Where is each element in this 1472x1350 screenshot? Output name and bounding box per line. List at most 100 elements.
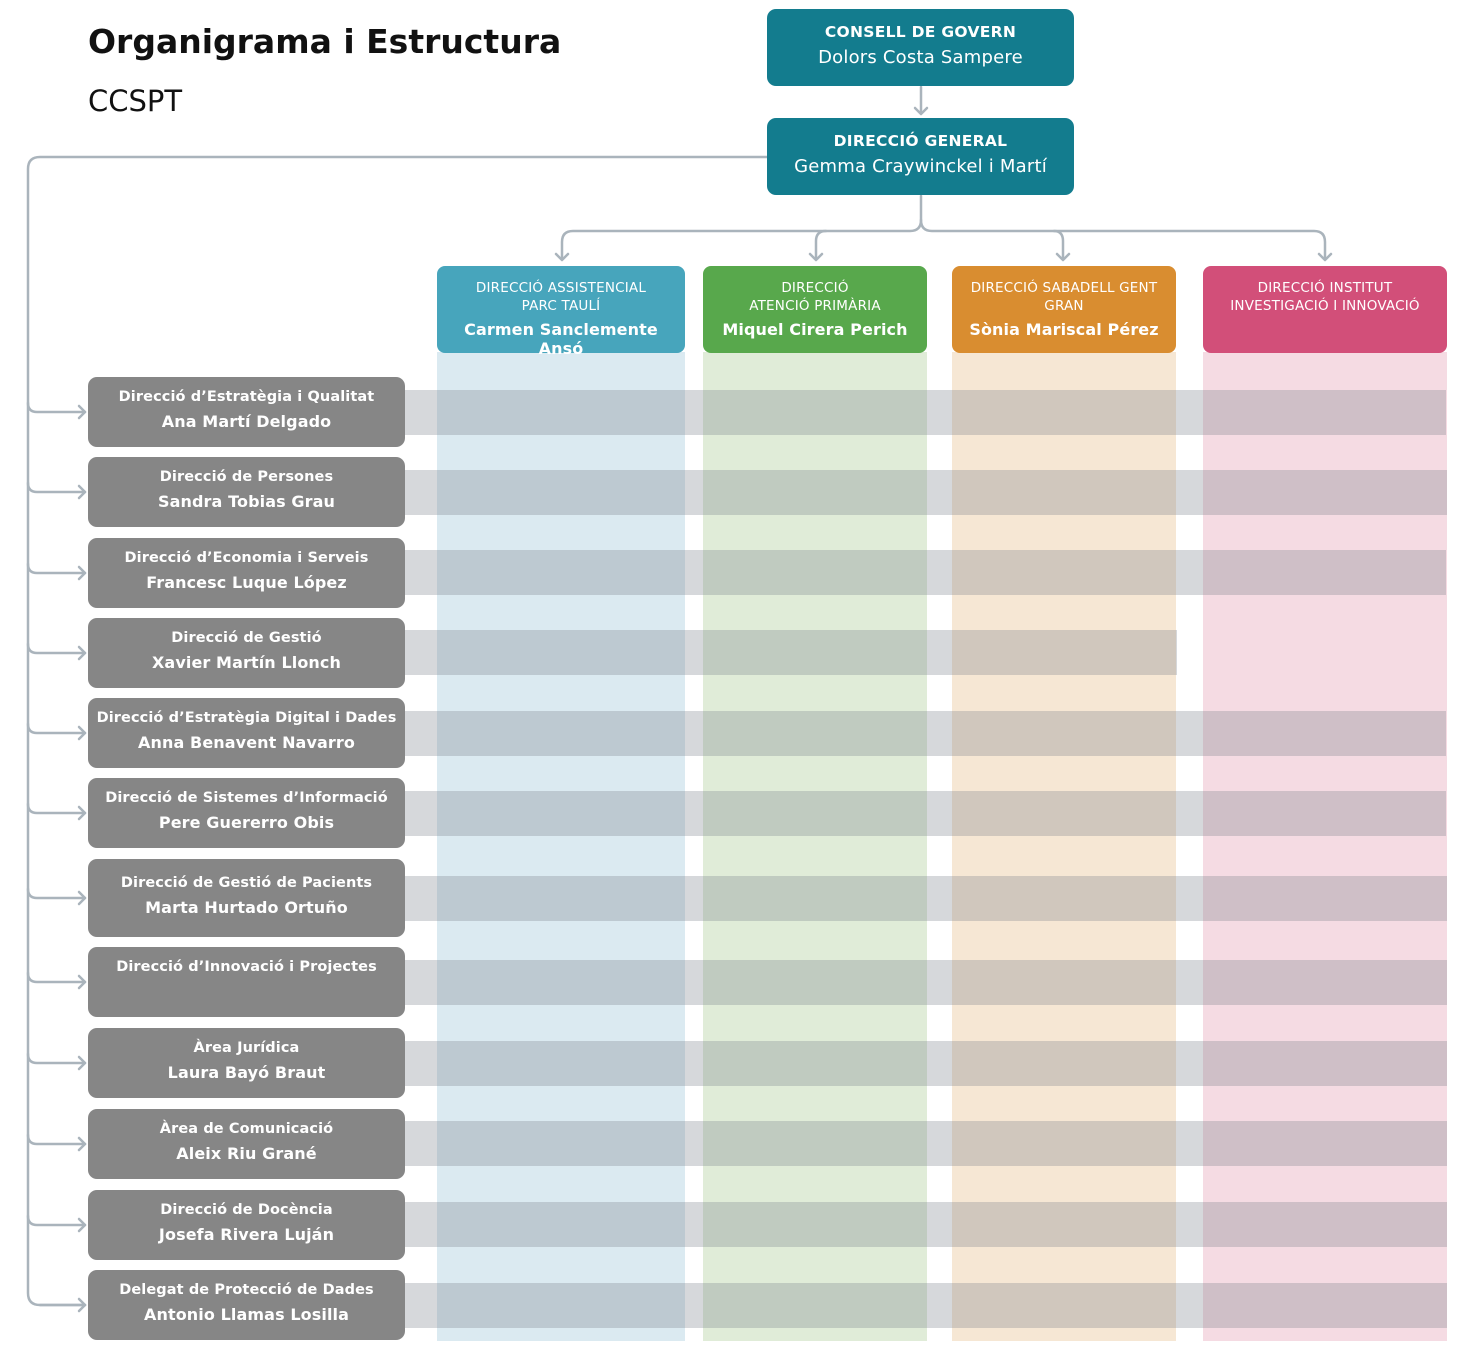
staff-label: Direcció de Docència <box>160 1202 333 1218</box>
direccio-general-name: Gemma Craywinckel i Martí <box>794 156 1047 177</box>
arrowhead <box>554 252 570 262</box>
staff-name: Josefa Rivera Luján <box>158 1225 335 1244</box>
page-subtitle: CCSPT <box>88 84 183 118</box>
staff-box-docencia: Direcció de Docència Josefa Rivera Luján <box>88 1190 405 1260</box>
column-head-sabadell-gent-gran: DIRECCIÓ SABADELL GENT GRAN Sònia Marisc… <box>952 266 1176 353</box>
connector-general-to-columns <box>560 194 923 261</box>
arrowhead <box>77 805 87 821</box>
column-head-name: Miquel Cirera Perich <box>722 320 908 339</box>
staff-name: Laura Bayó Braut <box>167 1063 326 1082</box>
arrowhead <box>77 1136 87 1152</box>
column-background-sabadell-gent-gran <box>952 352 1176 1341</box>
staff-label: Àrea de Comunicació <box>159 1121 334 1137</box>
column-head-label: DIRECCIÓ ASSISTENCIAL PARC TAULÍ <box>475 280 647 314</box>
staff-box-proteccio-dades: Delegat de Protecció de Dades Antonio Ll… <box>88 1270 405 1340</box>
staff-name: Sandra Tobias Grau <box>157 492 336 511</box>
connector-branch <box>26 1133 87 1146</box>
staff-label: Direcció de Gestió <box>171 630 322 646</box>
direccio-general-box: DIRECCIÓ GENERAL Gemma Craywinckel i Mar… <box>767 118 1074 195</box>
row-band-area-juridica <box>405 1041 1447 1086</box>
arrowhead <box>77 1217 87 1233</box>
staff-box-estrategia-digital: Direcció d’Estratègia Digital i Dades An… <box>88 698 405 768</box>
staff-box-persones: Direcció de Persones Sandra Tobias Grau <box>88 457 405 527</box>
staff-label: Direcció d’Innovació i Projectes <box>116 959 377 975</box>
row-band-economia-serveis <box>405 550 1446 595</box>
column-head-label: DIRECCIÓ SABADELL GENT GRAN <box>970 280 1158 314</box>
direccio-general-label: DIRECCIÓ GENERAL <box>833 132 1008 150</box>
connector-branch <box>26 1214 87 1227</box>
row-band-gestio <box>405 630 1177 675</box>
arrowhead <box>1055 252 1071 262</box>
arrowhead <box>77 1055 87 1071</box>
connector-branch <box>26 642 87 655</box>
arrowhead <box>77 404 87 420</box>
connector-branch <box>26 887 87 900</box>
connector-general-to-staff <box>26 155 769 1307</box>
connector-branch <box>26 1052 87 1065</box>
staff-label: Direcció de Gestió de Pacients <box>120 875 373 891</box>
row-band-estrategia-digital <box>405 711 1446 756</box>
column-head-name: Sònia Mariscal Pérez <box>969 320 1159 339</box>
staff-label: Direcció d’Estratègia i Qualitat <box>118 389 375 405</box>
staff-box-estrategia-qualitat: Direcció d’Estratègia i Qualitat Ana Mar… <box>88 377 405 447</box>
staff-name: Marta Hurtado Ortuño <box>145 898 348 917</box>
arrowhead <box>77 1297 87 1313</box>
staff-name: Aleix Riu Grané <box>176 1144 317 1163</box>
connector-branch <box>26 562 87 575</box>
staff-box-gestio: Direcció de Gestió Xavier Martín Llonch <box>88 618 405 688</box>
column-head-label: DIRECCIÓ INSTITUT INVESTIGACIÓ I INNOVAC… <box>1230 280 1420 314</box>
arrowhead <box>77 565 87 581</box>
staff-name: Antonio Llamas Losilla <box>143 1305 350 1324</box>
column-head-name: Carmen Sanclemente Ansó <box>464 320 658 358</box>
staff-name: Xavier Martín Llonch <box>152 653 341 672</box>
arrowhead <box>77 645 87 661</box>
column-background-assistencial <box>437 352 685 1341</box>
staff-box-area-comunicacio: Àrea de Comunicació Aleix Riu Grané <box>88 1109 405 1179</box>
row-band-docencia <box>405 1202 1447 1247</box>
column-background-atencio-primaria <box>703 352 927 1341</box>
consell-name: Dolors Costa Sampere <box>818 47 1023 68</box>
row-band-area-comunicacio <box>405 1121 1447 1166</box>
staff-box-gestio-pacients: Direcció de Gestió de Pacients Marta Hur… <box>88 859 405 937</box>
staff-name: Francesc Luque López <box>146 573 347 592</box>
staff-box-area-juridica: Àrea Jurídica Laura Bayó Braut <box>88 1028 405 1098</box>
staff-box-innovacio-projectes: Direcció d’Innovació i Projectes <box>88 947 405 1017</box>
staff-label: Direcció de Sistemes d’Informació <box>105 790 388 806</box>
row-band-innovacio-projectes <box>405 960 1447 1005</box>
arrowhead <box>77 890 87 906</box>
staff-box-sistemes-informacio: Direcció de Sistemes d’Informació Pere G… <box>88 778 405 848</box>
arrowhead <box>77 484 87 500</box>
staff-box-economia-serveis: Direcció d’Economia i Serveis Francesc L… <box>88 538 405 608</box>
staff-label: Direcció d’Economia i Serveis <box>124 550 369 566</box>
consell-label: CONSELL DE GOVERN <box>824 23 1017 41</box>
row-band-sistemes-informacio <box>405 791 1446 836</box>
staff-name: Anna Benavent Navarro <box>138 733 355 752</box>
column-background-institut-investigacio <box>1203 352 1447 1341</box>
arrowhead <box>808 252 824 262</box>
staff-label: Direcció de Persones <box>159 469 334 485</box>
staff-name: Ana Martí Delgado <box>161 412 332 431</box>
staff-label: Àrea Jurídica <box>193 1040 300 1056</box>
connector-branch <box>26 971 87 984</box>
column-head-label: DIRECCIÓ ATENCIÓ PRIMÀRIA <box>749 280 881 314</box>
page-title: Organigrama i Estructura <box>88 22 562 61</box>
consell-de-govern-box: CONSELL DE GOVERN Dolors Costa Sampere <box>767 9 1074 86</box>
column-head-assistencial: DIRECCIÓ ASSISTENCIAL PARC TAULÍ Carmen … <box>437 266 685 358</box>
row-band-estrategia-qualitat <box>405 390 1446 435</box>
connector-branch <box>26 802 87 815</box>
staff-label: Delegat de Protecció de Dades <box>119 1282 374 1298</box>
row-band-gestio-pacients <box>405 876 1447 921</box>
staff-label: Direcció d’Estratègia Digital i Dades <box>96 710 397 726</box>
column-head-atencio-primaria: DIRECCIÓ ATENCIÓ PRIMÀRIA Miquel Cirera … <box>703 266 927 353</box>
arrowhead <box>1317 252 1333 262</box>
connector-branch <box>26 722 87 735</box>
connector-branch <box>26 401 87 414</box>
column-head-institut-investigacio: DIRECCIÓ INSTITUT INVESTIGACIÓ I INNOVAC… <box>1203 266 1447 353</box>
row-band-proteccio-dades <box>405 1283 1447 1328</box>
row-band-persones <box>405 470 1447 515</box>
arrowhead <box>913 106 929 116</box>
connector-branch <box>26 481 87 494</box>
staff-name: Pere Guererro Obis <box>158 813 335 832</box>
arrowhead <box>77 725 87 741</box>
